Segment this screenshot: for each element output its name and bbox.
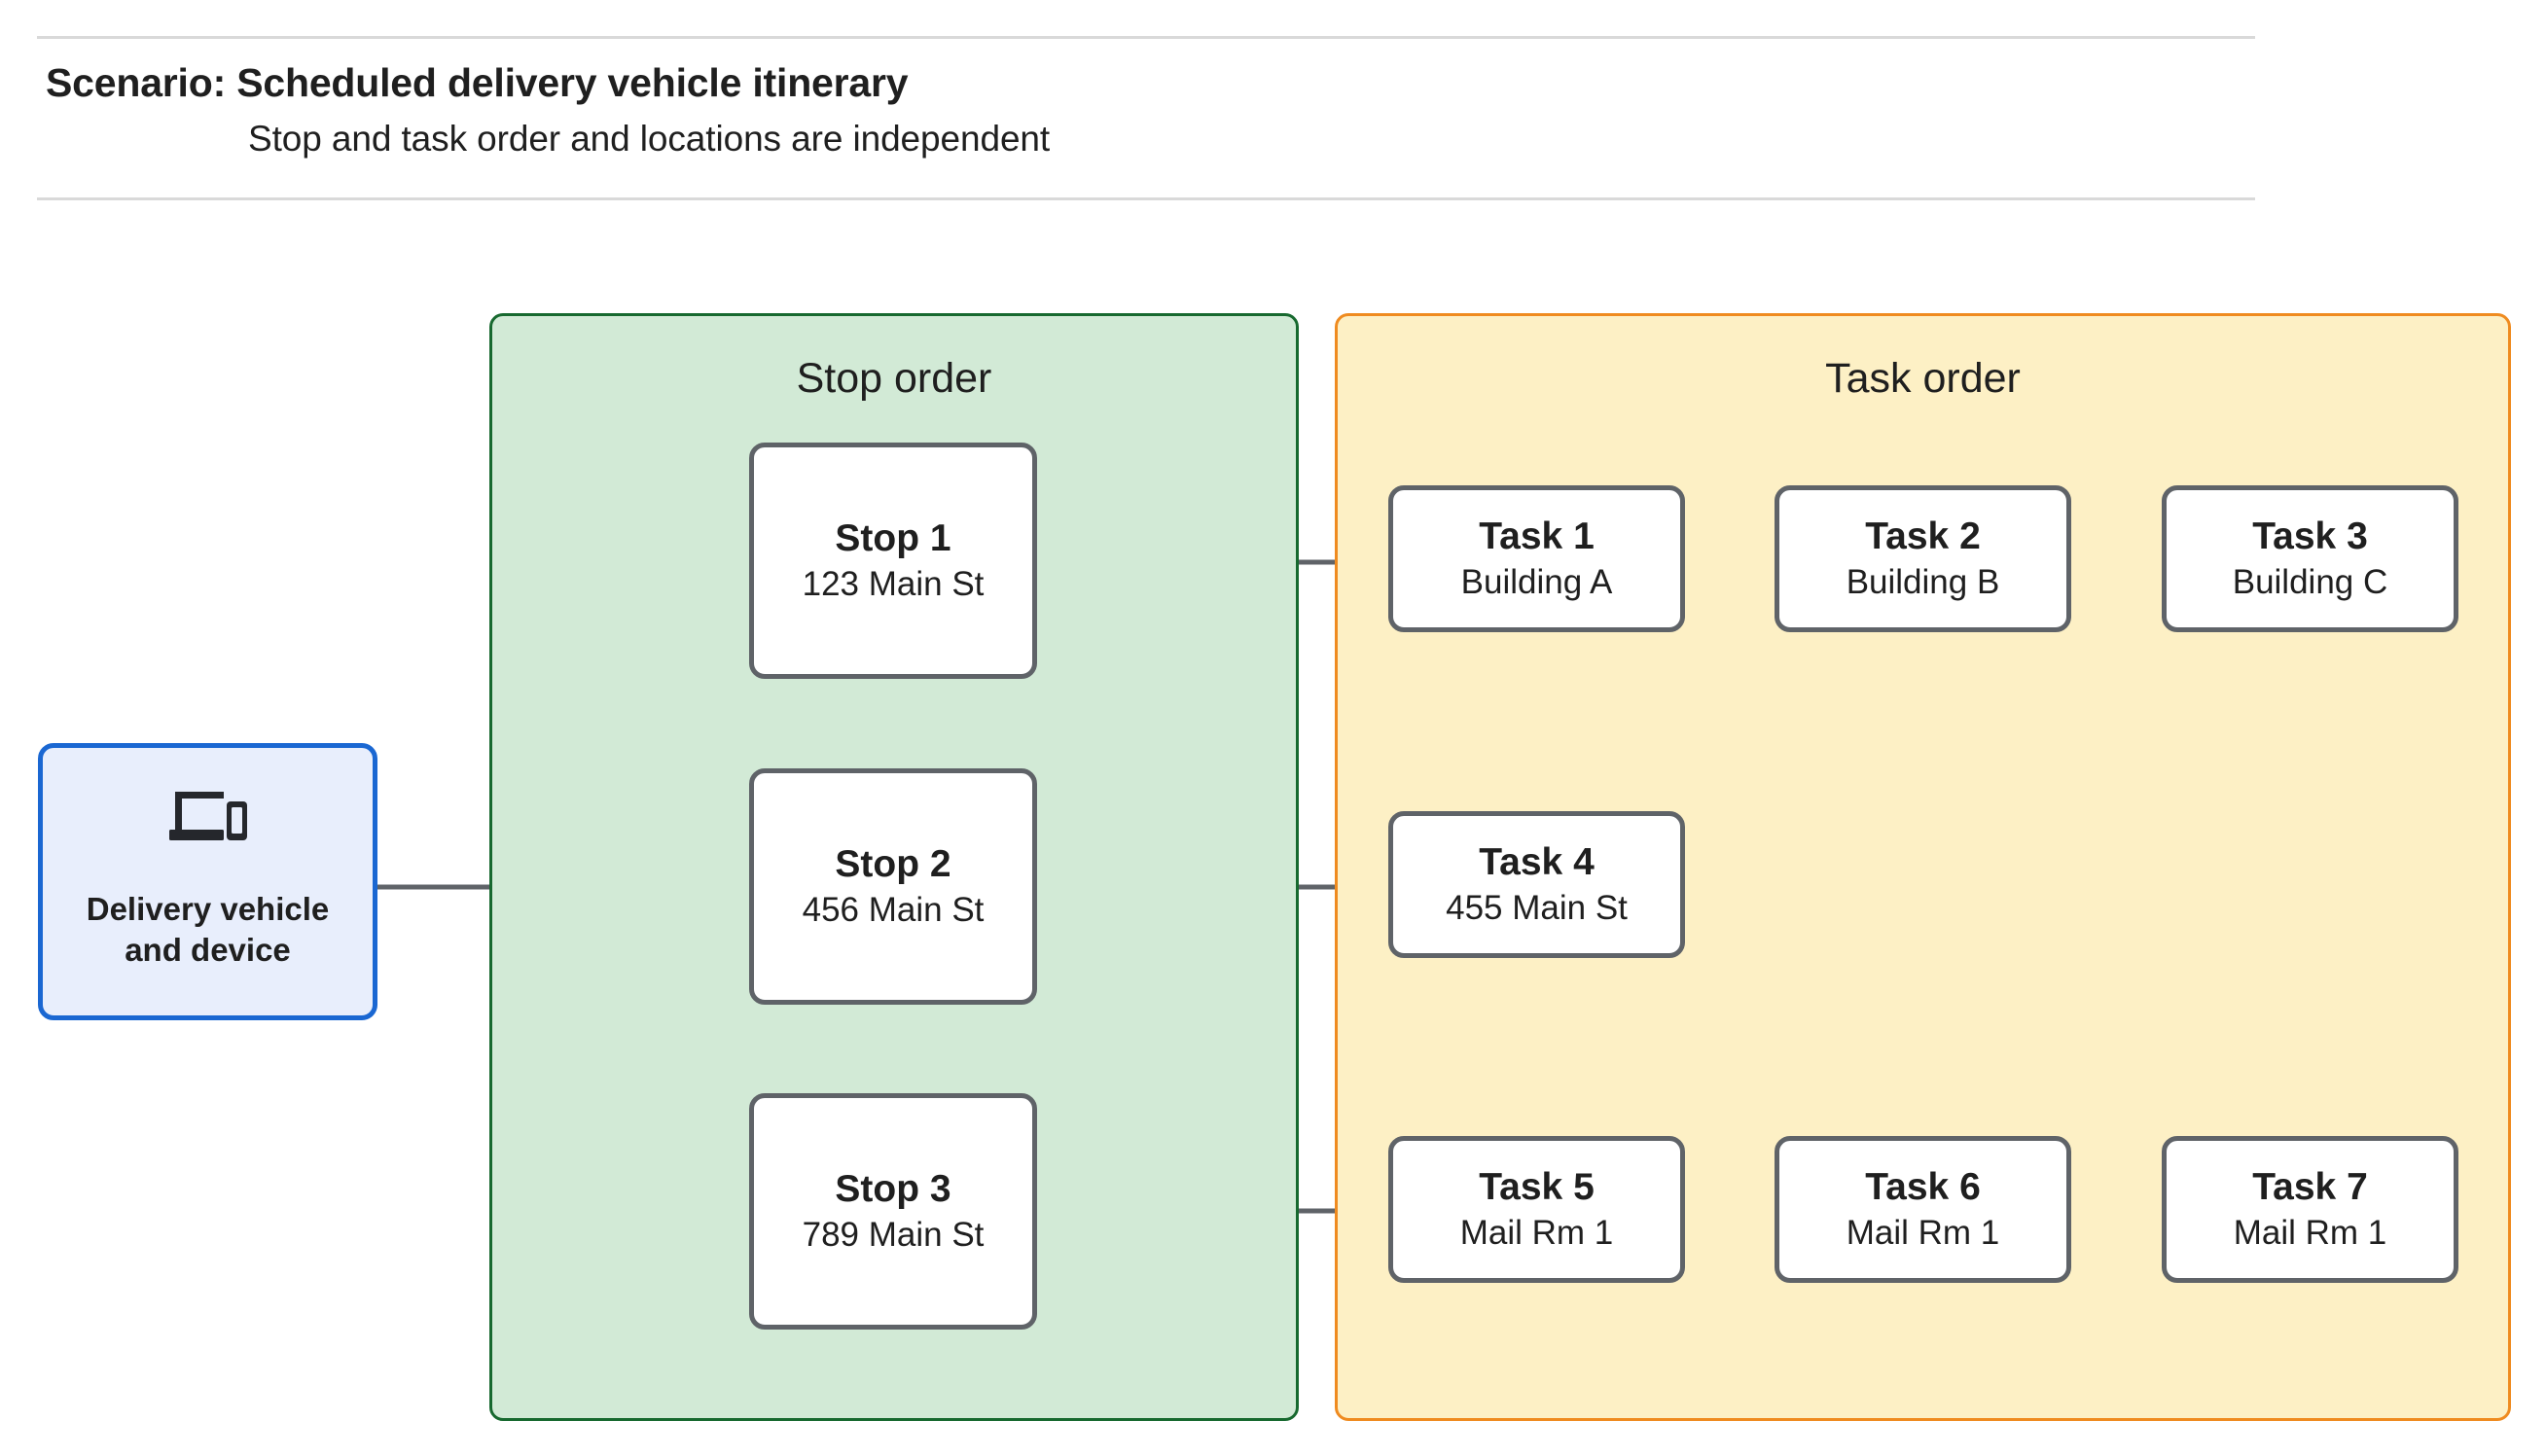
task-node-title: Task 2 xyxy=(1865,515,1981,558)
stop-node-1[interactable]: Stop 1 123 Main St xyxy=(749,443,1037,679)
page-title: Scenario: Scheduled delivery vehicle iti… xyxy=(46,60,909,105)
task-node-1[interactable]: Task 1 Building A xyxy=(1388,485,1685,632)
stop-order-title: Stop order xyxy=(796,355,992,402)
task-node-location: 455 Main St xyxy=(1446,888,1628,927)
task-node-location: Building C xyxy=(2232,562,2388,601)
task-node-location: Mail Rm 1 xyxy=(1459,1213,1614,1252)
header-divider-bottom xyxy=(37,197,2255,200)
stop-node-address: 789 Main St xyxy=(802,1215,985,1254)
stop-node-title: Stop 2 xyxy=(835,843,951,886)
task-node-3[interactable]: Task 3 Building C xyxy=(2162,485,2458,632)
delivery-vehicle-node[interactable]: Delivery vehicle and device xyxy=(38,743,377,1020)
task-node-location: Building A xyxy=(1460,562,1613,601)
task-node-location: Mail Rm 1 xyxy=(2233,1213,2387,1252)
task-node-title: Task 7 xyxy=(2252,1166,2368,1209)
task-node-7[interactable]: Task 7 Mail Rm 1 xyxy=(2162,1136,2458,1283)
devices-icon xyxy=(168,791,247,840)
stop-node-2[interactable]: Stop 2 456 Main St xyxy=(749,768,1037,1005)
stop-node-title: Stop 3 xyxy=(835,1168,951,1211)
task-node-title: Task 3 xyxy=(2252,515,2368,558)
stop-node-3[interactable]: Stop 3 789 Main St xyxy=(749,1093,1037,1330)
task-node-title: Task 1 xyxy=(1479,515,1595,558)
task-node-title: Task 6 xyxy=(1865,1166,1981,1209)
stop-node-title: Stop 1 xyxy=(835,517,951,560)
delivery-vehicle-label: Delivery vehicle and device xyxy=(86,890,330,968)
header-divider-top xyxy=(37,36,2255,39)
task-node-4[interactable]: Task 4 455 Main St xyxy=(1388,811,1685,958)
task-node-title: Task 5 xyxy=(1479,1166,1595,1209)
stop-node-address: 123 Main St xyxy=(802,564,985,603)
page-subtitle: Stop and task order and locations are in… xyxy=(248,119,1051,159)
task-order-title: Task order xyxy=(1825,355,2021,402)
task-node-title: Task 4 xyxy=(1479,841,1595,884)
task-node-6[interactable]: Task 6 Mail Rm 1 xyxy=(1775,1136,2071,1283)
stop-node-address: 456 Main St xyxy=(802,890,985,929)
task-node-location: Mail Rm 1 xyxy=(1846,1213,2000,1252)
task-node-5[interactable]: Task 5 Mail Rm 1 xyxy=(1388,1136,1685,1283)
task-node-location: Building B xyxy=(1846,562,2000,601)
task-node-2[interactable]: Task 2 Building B xyxy=(1775,485,2071,632)
